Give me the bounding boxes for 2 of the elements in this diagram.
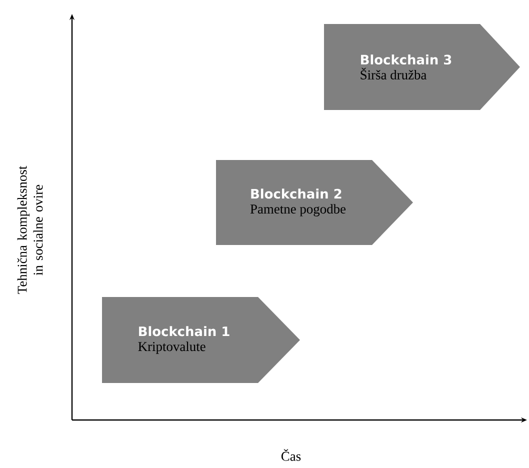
axis-label: Čas [281, 449, 301, 461]
axis-label: Tehnična kompleksnost in socialne ovire [17, 166, 43, 294]
